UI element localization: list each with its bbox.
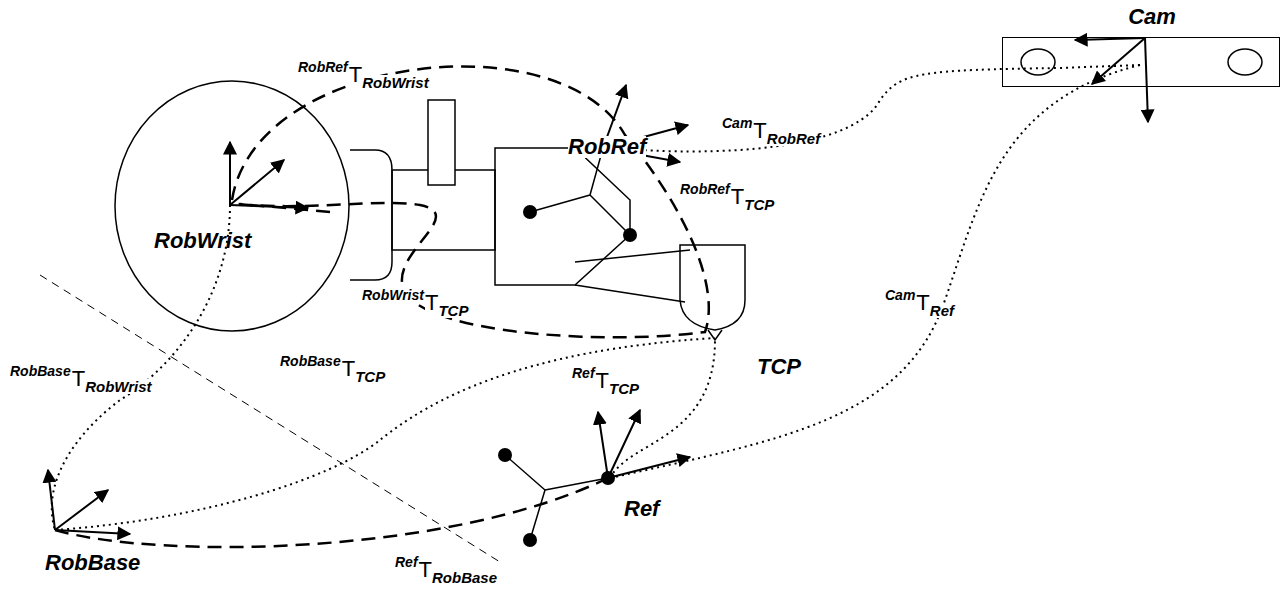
camera-box: Cam xyxy=(1002,37,1280,87)
transform-symbol: T xyxy=(731,186,744,208)
transform-subscript: RobRef xyxy=(767,131,820,146)
frame-name: RobBase xyxy=(45,552,140,574)
transform-subscript: RobBase xyxy=(432,570,497,585)
frame-name: Cam xyxy=(1128,6,1176,28)
transform-symbol: T xyxy=(349,64,362,86)
transform-superscript: RobBase xyxy=(280,354,341,368)
transform-subscript: RobWrist xyxy=(85,379,151,394)
frame-name: Ref xyxy=(624,498,659,520)
transform-superscript: RobWrist xyxy=(362,288,424,302)
transform-subscript: RobWrist xyxy=(362,75,428,90)
transform-symbol: T xyxy=(916,292,929,314)
transform-superscript: RobRef xyxy=(680,182,730,196)
frame-name: RobRef xyxy=(568,136,646,158)
transform-subscript: TCP xyxy=(744,197,774,212)
frame-name: TCP xyxy=(757,356,801,378)
transform-symbol: T xyxy=(596,370,609,392)
transform-superscript: Ref xyxy=(395,555,418,569)
transform-subscript: Ref xyxy=(930,303,954,318)
transform-symbol: T xyxy=(419,559,432,581)
transform-superscript: Cam xyxy=(722,116,752,130)
transform-symbol: T xyxy=(753,120,766,142)
transform-symbol: T xyxy=(425,292,438,314)
transform-subscript: TCP xyxy=(609,381,639,396)
frame-name: RobWrist xyxy=(154,230,251,252)
transform-subscript: TCP xyxy=(438,303,468,318)
wrist-ellipse: RobWrist xyxy=(114,80,350,332)
transform-subscript: TCP xyxy=(355,369,385,384)
transform-superscript: Ref xyxy=(572,366,595,380)
transform-superscript: Cam xyxy=(885,288,915,302)
transform-superscript: RobBase xyxy=(10,364,71,378)
transform-superscript: RobRef xyxy=(298,60,348,74)
transform-symbol: T xyxy=(72,368,85,390)
transform-symbol: T xyxy=(342,358,355,380)
ellipse-outline xyxy=(114,80,350,332)
